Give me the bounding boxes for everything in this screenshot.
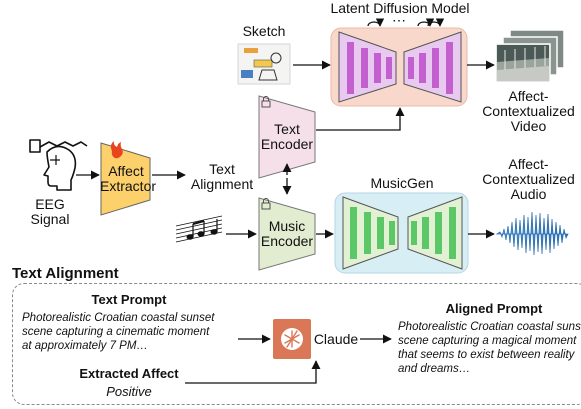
extracted-affect-value: Positive xyxy=(106,384,152,399)
text-prompt-body: Photorealistic Croatian coastal sunset s… xyxy=(22,312,215,352)
music-encoder-block xyxy=(258,197,316,271)
claude-label: Claude xyxy=(313,331,359,347)
latent-diffusion-model-block xyxy=(330,18,468,107)
text-prompt-title: Text Prompt xyxy=(91,292,167,307)
loop-arrow-icon xyxy=(427,18,445,27)
audio-waveform-image xyxy=(495,208,569,260)
music-notes-icon xyxy=(175,215,223,243)
affect-extractor-block xyxy=(100,141,151,216)
extracted-affect-title: Extracted Affect xyxy=(79,366,179,381)
lock-icon xyxy=(261,198,271,210)
loop-arrow-icon xyxy=(417,18,435,27)
sketch-image xyxy=(237,43,291,85)
text-alignment-heading: Text Alignment xyxy=(12,265,119,282)
sketch-label: Sketch xyxy=(242,23,286,39)
eeg-head-icon xyxy=(28,137,88,195)
musicgen-title: MusicGen xyxy=(370,175,434,191)
ldm-ellipsis: ⋯ xyxy=(392,12,406,28)
lock-icon xyxy=(261,96,271,108)
claude-logo-icon xyxy=(273,319,311,359)
text-alignment-panel xyxy=(12,283,581,405)
latent-diffusion-model-title: Latent Diffusion Model xyxy=(330,0,470,16)
video-frames-image xyxy=(495,29,565,83)
fire-icon xyxy=(110,141,123,159)
musicgen-block xyxy=(334,192,469,274)
aligned-prompt-body: Photorealistic Croatian coastal sunset s… xyxy=(398,321,581,375)
aligned-prompt-title: Aligned Prompt xyxy=(445,301,543,316)
loop-arrow-icon xyxy=(367,18,385,27)
text-encoder-block xyxy=(258,95,316,179)
